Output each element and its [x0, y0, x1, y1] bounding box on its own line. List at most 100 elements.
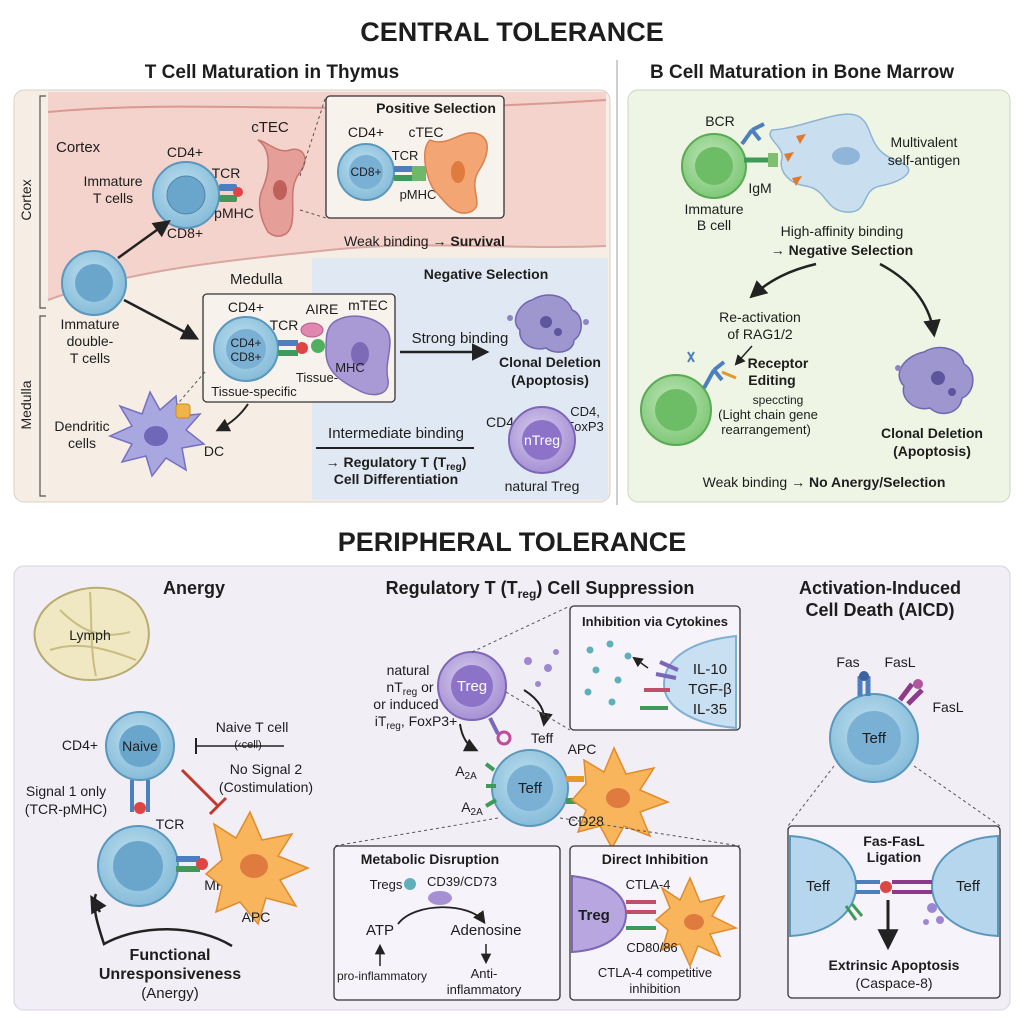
high-affinity-1: High-affinity binding	[781, 223, 904, 239]
tregs-dot	[404, 878, 416, 890]
positive-mhc	[412, 166, 426, 181]
bcr-label: BCR	[705, 113, 735, 129]
ligation-debris-1	[927, 903, 937, 913]
reactivation-1: Re-activation	[719, 309, 801, 325]
fas-label: Fas	[836, 654, 859, 670]
teff-apc-bar-1	[566, 776, 584, 782]
a2a-receptors	[484, 762, 498, 808]
treg-diff-sub: reg	[446, 462, 462, 473]
extrinsic-label: Extrinsic Apoptosis	[829, 957, 960, 973]
anergy-cd4: CD4+	[62, 737, 98, 753]
naive-t-nucleus	[119, 725, 161, 767]
naive-t-cell-label: Naive T cell	[216, 719, 289, 735]
treg-title-sub: reg	[518, 587, 537, 601]
natural-4: iTreg, FoxP3+	[375, 713, 458, 732]
comp-1: CTLA-4 competitive	[598, 965, 712, 980]
bcr-receptor	[740, 122, 765, 146]
direct-apc-nucleus	[684, 914, 704, 930]
natural-1: natural	[387, 662, 430, 678]
b-apoptotic-frag-1	[931, 371, 945, 385]
treg-title-a: Regulatory T (T	[386, 578, 518, 598]
editing-b-nucleus	[655, 389, 697, 431]
immature-b-nucleus	[695, 147, 733, 185]
functional-1: Functional	[130, 947, 211, 964]
strong-binding: Strong binding	[412, 330, 509, 347]
ctec-nucleus	[273, 180, 287, 200]
cytokine-arrow	[632, 656, 649, 669]
cortex-medulla-boundary	[47, 244, 607, 301]
ntreg-nucleus	[522, 420, 562, 460]
zoom-aicd-a	[787, 765, 835, 827]
light-chain	[721, 370, 737, 380]
multivalent-2: self-antigen	[888, 152, 960, 168]
tregs-label: Tregs	[370, 877, 403, 892]
treg-diff-1b: )	[462, 454, 467, 470]
reactivation-2: of RAG1/2	[727, 326, 793, 342]
anergy-title: Anergy	[163, 578, 225, 598]
natural-3: or induced	[373, 696, 438, 712]
ligation-core	[880, 881, 892, 893]
tcr-stalk	[130, 780, 150, 812]
comp-2: inhibition	[629, 981, 680, 996]
ligation-teff-left-label: Teff	[806, 878, 831, 895]
cortex-label: Cortex	[56, 139, 101, 156]
apoptotic-frag-1	[540, 316, 552, 328]
anergy-tcr: TCR	[156, 816, 185, 832]
tcr-receptor	[219, 184, 237, 191]
fasl-ligand	[898, 682, 924, 706]
treg-title: Regulatory T (Treg) Cell Suppression	[386, 578, 695, 601]
zoom-cyt-a	[471, 605, 571, 653]
fasl2-label: FasL	[932, 699, 963, 715]
treg-diff-1: → Regulatory T (Treg)	[326, 454, 467, 473]
positive-ctec-nucleus	[451, 161, 465, 183]
editing-detail-1: speccting	[753, 393, 804, 407]
cytokine-dot-1	[524, 657, 532, 665]
cd39-label: CD39/CD73	[427, 874, 497, 889]
il35: IL-35	[693, 701, 727, 718]
teff-nucleus	[507, 765, 553, 811]
peripheral-title: PERIPHERAL TOLERANCE	[338, 527, 687, 557]
weak-prefix: Weak binding →	[344, 233, 450, 249]
anti-1: Anti-	[471, 966, 498, 981]
natural-treg: natural Treg	[505, 478, 580, 494]
immature-b-1: Immature	[684, 201, 743, 217]
medulla-tcr: TCR	[270, 317, 299, 333]
multivalent-1: Multivalent	[891, 134, 958, 150]
cytokine-target-cell	[662, 634, 737, 730]
tcr-label: TCR	[212, 165, 241, 181]
medulla-tissue: Tissue-	[296, 370, 338, 385]
natural-2b: or	[417, 679, 434, 695]
pro-label: pro-inflammatory	[337, 969, 427, 983]
cd80-label: CD80/86	[626, 940, 677, 955]
zoom-cyt-b	[505, 691, 571, 731]
cyt-d2	[606, 640, 614, 648]
ctla4-label: CTLA-4	[626, 877, 671, 892]
immature-b-2: B cell	[697, 217, 731, 233]
cytokine-dot-2	[544, 664, 552, 672]
treg-nucleus	[451, 665, 493, 707]
ligation-debris-2	[936, 916, 944, 924]
dendritic-mhc	[175, 403, 191, 419]
medulla-t-nucleus	[226, 329, 266, 369]
immature-t-label-2: T cells	[93, 190, 133, 206]
apoptotic-frag-4	[583, 319, 589, 325]
b-apoptotic-frag-2	[948, 388, 956, 396]
treg-apc-label: APC	[568, 741, 597, 757]
igm-label: IgM	[748, 180, 771, 196]
costim-block-bar	[208, 796, 228, 816]
ntreg-cd4-foxp3-2: FoxP3	[566, 419, 604, 434]
natural-2: nTreg or	[386, 679, 433, 698]
treg-apc-nucleus	[606, 788, 630, 808]
aicd-teff-label: Teff	[862, 730, 887, 747]
side-label-cortex: Cortex	[18, 179, 34, 220]
medulla-inner-2: CD8+	[230, 350, 261, 364]
central-title: CENTRAL TOLERANCE	[360, 17, 664, 47]
treg-diff-2: Cell Differentiation	[334, 471, 458, 487]
direct-treg-label: Treg	[578, 907, 610, 924]
side-label-medulla: Medulla	[18, 380, 34, 429]
ligation-fas	[856, 880, 880, 894]
treg-title-b: ) Cell Suppression	[536, 578, 694, 598]
antigen-tri-1	[796, 134, 806, 144]
positive-ctec: cTEC	[409, 124, 444, 140]
ligation-2: Ligation	[867, 849, 921, 865]
